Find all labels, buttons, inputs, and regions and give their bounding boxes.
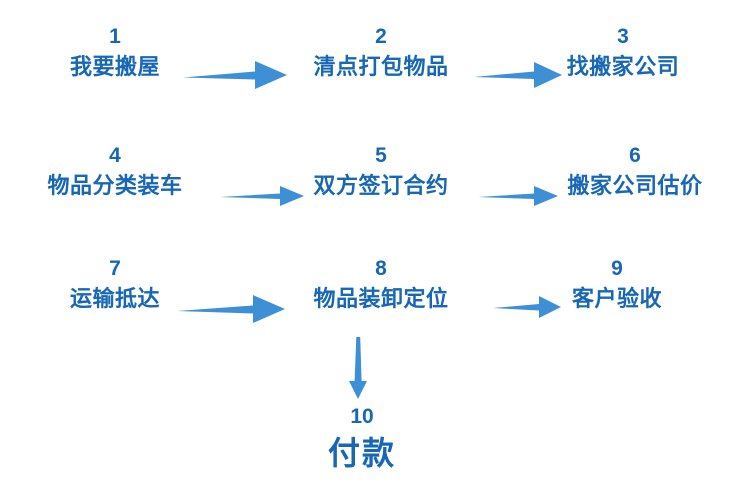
step-label-5: 双方签订合约 — [313, 173, 449, 198]
step-number-2: 2 — [375, 25, 387, 48]
step-label-10: 付款 — [327, 435, 397, 471]
arrow-8-to-10-icon — [344, 335, 372, 401]
step-number-5: 5 — [375, 144, 387, 167]
arrow-8-to-9-icon — [491, 294, 563, 320]
step-label-8: 物品装卸定位 — [313, 286, 449, 311]
step-node-2[interactable]: 2 清点打包物品 — [313, 26, 448, 78]
step-node-1[interactable]: 1 我要搬屋 — [70, 26, 160, 78]
step-number-8: 8 — [375, 257, 387, 280]
step-number-7: 7 — [109, 257, 121, 280]
step-label-7: 运输抵达 — [69, 286, 161, 311]
arrow-1-to-2-icon — [181, 58, 289, 92]
step-node-7[interactable]: 7 运输抵达 — [70, 258, 160, 310]
step-label-4: 物品分类装车 — [47, 173, 183, 198]
step-label-2: 清点打包物品 — [313, 54, 449, 79]
arrow-5-to-6-icon — [476, 184, 560, 208]
step-number-10: 10 — [350, 405, 374, 428]
step-number-1: 1 — [109, 25, 121, 48]
step-label-3: 找搬家公司 — [566, 54, 680, 79]
step-node-8[interactable]: 8 物品装卸定位 — [313, 258, 448, 310]
step-node-9[interactable]: 9 客户验收 — [572, 258, 662, 310]
arrow-2-to-3-icon — [472, 59, 564, 91]
step-node-10[interactable]: 10 付款 — [328, 406, 396, 471]
arrow-7-to-8-icon — [175, 293, 287, 325]
step-number-9: 9 — [611, 257, 623, 280]
step-number-3: 3 — [617, 25, 629, 48]
step-number-4: 4 — [109, 144, 121, 167]
step-node-3[interactable]: 3 找搬家公司 — [567, 26, 680, 78]
step-label-1: 我要搬屋 — [69, 54, 161, 79]
step-label-9: 客户验收 — [571, 286, 663, 311]
step-number-6: 6 — [629, 144, 641, 167]
step-node-4[interactable]: 4 物品分类装车 — [47, 145, 182, 197]
arrow-4-to-5-icon — [218, 184, 306, 208]
step-label-6: 搬家公司估价 — [567, 173, 703, 198]
step-node-6[interactable]: 6 搬家公司估价 — [567, 145, 702, 197]
step-node-5[interactable]: 5 双方签订合约 — [313, 145, 448, 197]
